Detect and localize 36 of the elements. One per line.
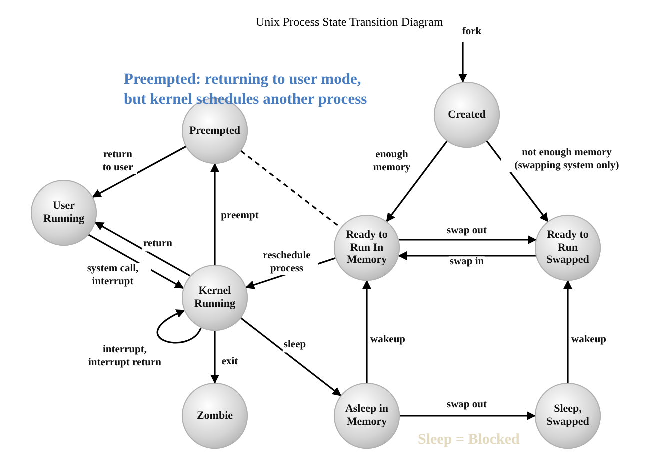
arrow bbox=[386, 140, 448, 222]
state-circle bbox=[182, 265, 248, 331]
arrow bbox=[398, 252, 536, 260]
state-name: Kernel Running bbox=[194, 285, 236, 311]
arrow bbox=[458, 42, 468, 83]
arrow bbox=[210, 331, 220, 384]
state-name: Ready to Run In Memory bbox=[345, 229, 389, 267]
edge-label: swap out bbox=[446, 400, 488, 412]
edge-label: swap in bbox=[448, 256, 486, 270]
arrow bbox=[157, 310, 202, 344]
state-name: User Running bbox=[42, 200, 86, 226]
state-name: Preempted bbox=[188, 124, 242, 138]
annotation-note: Preempted: returning to user mode, but kernel schedules another process bbox=[124, 70, 368, 110]
arrow bbox=[88, 234, 184, 289]
state-name: Sleep, Swapped bbox=[546, 403, 590, 429]
arrow bbox=[399, 236, 537, 244]
state-name: Asleep in Memory bbox=[344, 403, 390, 429]
diagram-title: Unix Process State Transition Diagram bbox=[256, 15, 444, 30]
edge-label: preempt bbox=[220, 210, 260, 224]
edge-label: return bbox=[142, 238, 174, 252]
state-name: Zombie bbox=[196, 410, 234, 422]
edge-label: wakeup bbox=[370, 334, 406, 348]
edge-label: sleep bbox=[282, 340, 308, 352]
arrow bbox=[94, 222, 191, 277]
edge-label: wakeup bbox=[570, 334, 608, 348]
state-name: Created bbox=[447, 108, 487, 122]
note-text: Sleep = Blocked bbox=[418, 432, 521, 449]
arrow bbox=[564, 280, 572, 383]
arrow bbox=[240, 318, 342, 396]
edge-label: fork bbox=[461, 26, 483, 40]
state-name: Ready to Run Swapped bbox=[546, 229, 590, 267]
arrow bbox=[210, 163, 220, 265]
arrow bbox=[362, 280, 372, 383]
edge-label: swap out bbox=[446, 226, 488, 238]
arrow bbox=[400, 412, 536, 420]
arrow bbox=[92, 146, 186, 198]
